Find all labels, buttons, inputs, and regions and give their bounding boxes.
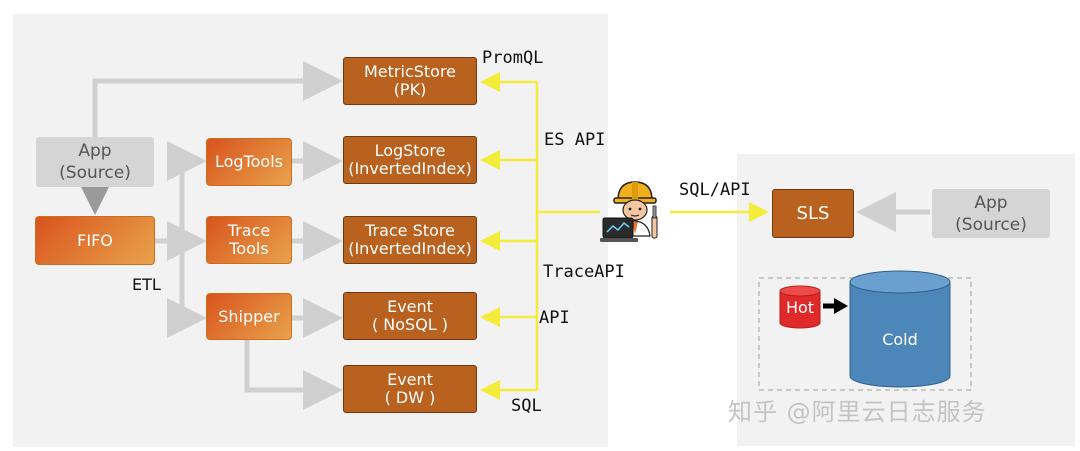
etl-label: ETL xyxy=(132,275,161,294)
event-nosql-line2: ( NoSQL ) xyxy=(371,315,449,334)
hot-label: Hot xyxy=(785,298,815,317)
logstore-box: LogStore (InvertedIndex) xyxy=(343,136,477,184)
tracestore-box: Trace Store (InvertedIndex) xyxy=(343,216,477,264)
event-dw-line1: Event xyxy=(387,370,433,389)
metricstore-line1: MetricStore xyxy=(363,62,457,81)
sls-label: SLS xyxy=(796,202,830,224)
event-dw-line2: ( DW ) xyxy=(384,388,436,407)
tracetools-line2: Tools xyxy=(229,239,269,258)
event-dw-box: Event ( DW ) xyxy=(343,365,477,413)
watermark: 知乎 @阿里云日志服务 xyxy=(728,398,987,426)
logtools-label: LogTools xyxy=(215,152,283,171)
tracestore-line2: (InvertedIndex) xyxy=(348,239,472,258)
tracetools-line1: Trace xyxy=(227,221,271,240)
app-source-line1: App xyxy=(78,141,112,161)
metricstore-box: MetricStore (PK) xyxy=(343,57,477,105)
sls-box: SLS xyxy=(772,189,854,238)
app-source-box-right: App (Source) xyxy=(932,189,1050,238)
hot-storage-cylinder xyxy=(779,285,821,329)
fifo-box: FIFO xyxy=(35,216,155,265)
cold-storage-cylinder xyxy=(849,270,951,388)
metricstore-line2: (PK) xyxy=(393,80,427,99)
tracestore-line1: Trace Store xyxy=(365,221,455,240)
app-source-right-line2: (Source) xyxy=(955,214,1027,235)
logstore-line2: (InvertedIndex) xyxy=(348,159,472,178)
event-nosql-line1: Event xyxy=(387,297,433,316)
app-source-right-line1: App xyxy=(974,192,1008,213)
es-api-label: ES API xyxy=(544,130,606,150)
sql-label: SQL xyxy=(511,396,542,416)
shipper-box: Shipper xyxy=(206,293,292,340)
arrow-hot-to-cold-head xyxy=(834,298,848,314)
arrow-shipper-to-event-dw xyxy=(244,340,343,410)
app-source-box-left: App (Source) xyxy=(36,137,154,187)
promql-label: PromQL xyxy=(482,48,544,68)
fifo-label: FIFO xyxy=(77,230,113,250)
cold-label: Cold xyxy=(882,330,918,349)
trace-api-label: TraceAPI xyxy=(543,262,625,282)
app-source-line2: (Source) xyxy=(59,163,131,183)
sql-api-label: SQL/API xyxy=(679,180,751,200)
tracetools-box: Trace Tools xyxy=(206,216,292,264)
engineer-with-laptop-icon xyxy=(600,181,658,242)
api-label: API xyxy=(539,308,570,328)
shipper-label: Shipper xyxy=(218,306,280,326)
logtools-box: LogTools xyxy=(206,138,292,186)
arrow-app-to-metricstore xyxy=(92,61,343,137)
logstore-line1: LogStore xyxy=(374,141,446,160)
event-nosql-box: Event ( NoSQL ) xyxy=(343,292,477,340)
